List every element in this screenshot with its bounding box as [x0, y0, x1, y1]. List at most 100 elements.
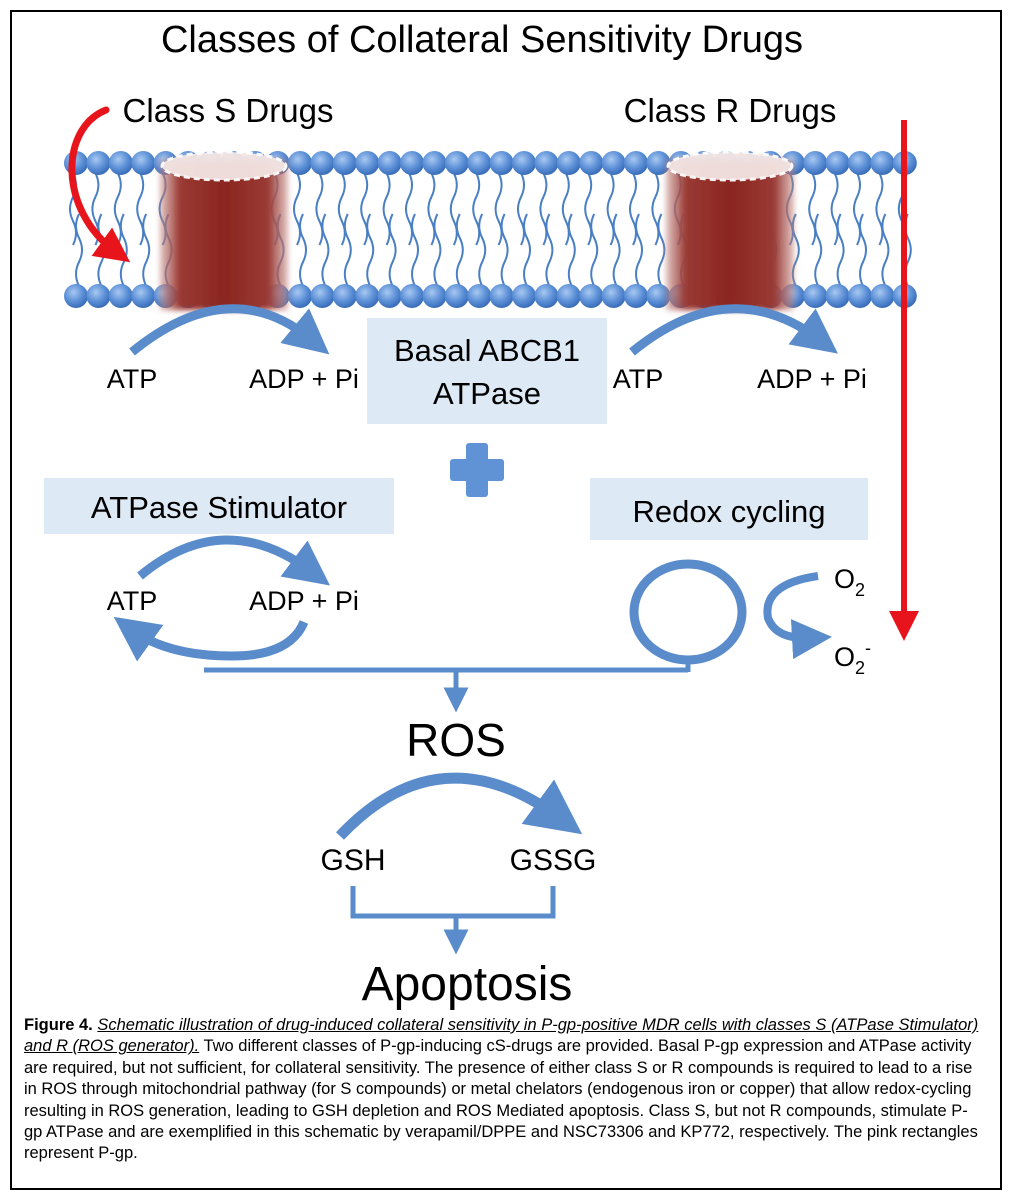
right-pump-atp-arrow	[629, 304, 838, 356]
lipid-head	[512, 151, 536, 175]
lipid-tail	[859, 213, 867, 287]
lipid-head	[870, 284, 895, 308]
lipid-tail	[97, 213, 106, 287]
gssg-label: GSSG	[510, 844, 597, 877]
lipid-head	[64, 284, 88, 308]
lipid-head	[131, 151, 156, 175]
lipid-head	[646, 151, 671, 175]
class-s-entry-arrow	[68, 106, 131, 263]
lipid-head	[355, 151, 380, 175]
lipid-tail	[360, 172, 369, 246]
superoxide-label: O2-	[834, 638, 871, 678]
caption-figure-number: Figure 4.	[24, 1016, 93, 1034]
stimulator-adp-label: ADP + Pi	[249, 586, 359, 616]
pgp-pump-left	[160, 150, 288, 310]
lipid-head	[288, 284, 312, 308]
lipid-head	[131, 284, 156, 308]
gsh-to-gssg-arrow	[336, 772, 583, 840]
stimulator-atp-label: ATP	[107, 586, 158, 616]
lipid-head	[512, 284, 536, 308]
caption-title: Schematic illustration of drug-induced c…	[24, 1016, 979, 1056]
lipid-head	[108, 284, 133, 308]
lipid-head	[355, 284, 380, 308]
diagram-title: Classes of Collateral Sensitivity Drugs	[161, 19, 803, 61]
lipid-tail	[853, 172, 861, 246]
lipid-head	[86, 284, 111, 308]
lipid-tail	[366, 213, 375, 287]
lipid-tail	[830, 172, 839, 246]
lipid-head	[579, 284, 604, 308]
lipid-tail	[119, 213, 128, 287]
lipid-head	[288, 151, 312, 175]
lipid-head	[556, 284, 581, 308]
lipid-tail	[388, 213, 397, 287]
lipid-tail	[814, 213, 823, 287]
lipid-head	[646, 284, 671, 308]
class-r-label: Class R Drugs	[624, 92, 837, 129]
lipid-tail	[875, 172, 884, 246]
lipid-tail	[836, 213, 845, 287]
lipid-tail	[321, 213, 330, 287]
lipid-head	[601, 151, 626, 175]
lipid-tail	[382, 172, 391, 246]
lipid-head	[803, 151, 828, 175]
lipid-tail	[635, 213, 643, 287]
lipid-tail	[293, 172, 301, 246]
ros-label: ROS	[406, 714, 506, 766]
ros-merge-connector	[204, 660, 691, 713]
lipid-tail	[657, 213, 666, 287]
lipid-tail	[881, 213, 890, 287]
lipid-head	[310, 151, 335, 175]
stimulator-bottom-arrow	[113, 616, 309, 662]
redox-cycling-label: Redox cycling	[633, 494, 826, 529]
left-pump-atp-label: ATP	[107, 364, 158, 394]
diagram-canvas: Classes of Collateral Sensitivity Drugs …	[44, 19, 919, 1011]
lipid-head	[377, 151, 402, 175]
lipid-head	[422, 284, 447, 308]
class-s-label: Class S Drugs	[123, 92, 334, 129]
lipid-head	[422, 151, 447, 175]
lipid-head	[400, 284, 424, 308]
lipid-head	[489, 151, 514, 175]
lipid-tail	[584, 172, 593, 246]
pgp-pump-right	[666, 150, 794, 310]
lipid-tail	[113, 172, 122, 246]
lipid-tail	[337, 172, 346, 246]
atpase-stimulator-label: ATPase Stimulator	[91, 490, 347, 525]
lipid-head	[534, 151, 559, 175]
lipid-head	[848, 284, 872, 308]
lipid-tail	[299, 213, 307, 287]
basal-atpase-line1: Basal ABCB1	[394, 333, 580, 368]
lipid-tail	[478, 213, 487, 287]
lipid-head	[534, 284, 559, 308]
lipid-tail	[315, 172, 324, 246]
lipid-head	[108, 151, 133, 175]
lipid-head	[332, 151, 357, 175]
lipid-tail	[427, 172, 436, 246]
lipid-tail	[472, 172, 481, 246]
left-pump-atp-arrow	[129, 304, 330, 356]
lipid-tail	[629, 172, 637, 246]
lipid-head	[624, 151, 648, 175]
lipid-head	[803, 284, 828, 308]
lipid-head	[825, 151, 850, 175]
lipid-tail	[136, 172, 145, 246]
lipid-tail	[606, 172, 615, 246]
lipid-tail	[523, 213, 531, 287]
basal-atpase-line2: ATPase	[433, 376, 541, 411]
lipid-head	[377, 284, 402, 308]
apoptosis-connector	[350, 886, 556, 955]
lipid-head	[489, 284, 514, 308]
lipid-head	[467, 284, 492, 308]
lipid-head	[601, 284, 626, 308]
lipid-tail	[343, 213, 352, 287]
lipid-tail	[405, 172, 413, 246]
lipid-tail	[449, 172, 458, 246]
basal-atpase-box: Basal ABCB1 ATPase	[367, 318, 607, 424]
lipid-tail	[142, 213, 151, 287]
lipid-head	[556, 151, 581, 175]
redox-cycling-box: Redox cycling	[590, 478, 868, 540]
lipid-tail	[808, 172, 817, 246]
lipid-head	[400, 151, 424, 175]
atpase-stimulator-box: ATPase Stimulator	[44, 478, 394, 534]
